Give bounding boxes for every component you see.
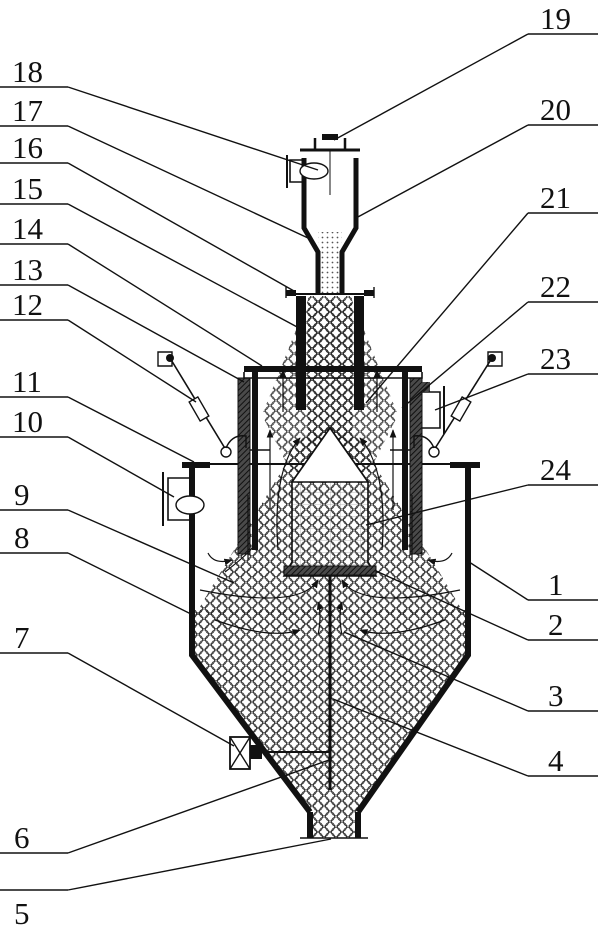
callout-12: 12	[12, 287, 43, 322]
intermediate-cylinder	[237, 377, 423, 555]
flow-arrows	[199, 369, 461, 636]
callout-22: 22	[540, 269, 571, 304]
callout-5: 5	[14, 896, 30, 931]
callout-9: 9	[14, 477, 30, 512]
callout-17: 17	[12, 93, 43, 128]
callout-leaders	[0, 33, 598, 891]
callout-15: 15	[12, 171, 43, 206]
center-rod-and-drive	[229, 575, 332, 790]
tie-rods	[157, 351, 503, 458]
callout-2: 2	[548, 607, 564, 642]
callout-14: 14	[12, 211, 44, 246]
callout-18: 18	[12, 54, 43, 89]
upper-chamber	[243, 366, 445, 550]
callout-6: 6	[14, 820, 30, 855]
inlet-nozzle-10	[162, 472, 205, 526]
callout-3: 3	[548, 678, 564, 713]
callout-13: 13	[12, 252, 43, 287]
callout-10: 10	[12, 404, 43, 439]
callout-1: 1	[548, 567, 564, 602]
deflector-cone	[282, 426, 378, 577]
callout-11: 11	[12, 364, 42, 399]
callout-16: 16	[12, 130, 43, 165]
riser-tube	[285, 287, 375, 410]
callout-21: 21	[540, 180, 571, 215]
callout-labels: 18 17 16 15 14 13 12 11 10 9 8 7 6 5 19 …	[12, 1, 572, 931]
callout-20: 20	[540, 92, 571, 127]
callout-4: 4	[548, 743, 564, 778]
callout-24: 24	[540, 452, 572, 487]
callout-8: 8	[14, 520, 30, 555]
callout-23: 23	[540, 341, 571, 376]
callout-19: 19	[540, 1, 571, 36]
callout-7: 7	[14, 620, 30, 655]
top-outlet-assembly	[286, 134, 360, 294]
